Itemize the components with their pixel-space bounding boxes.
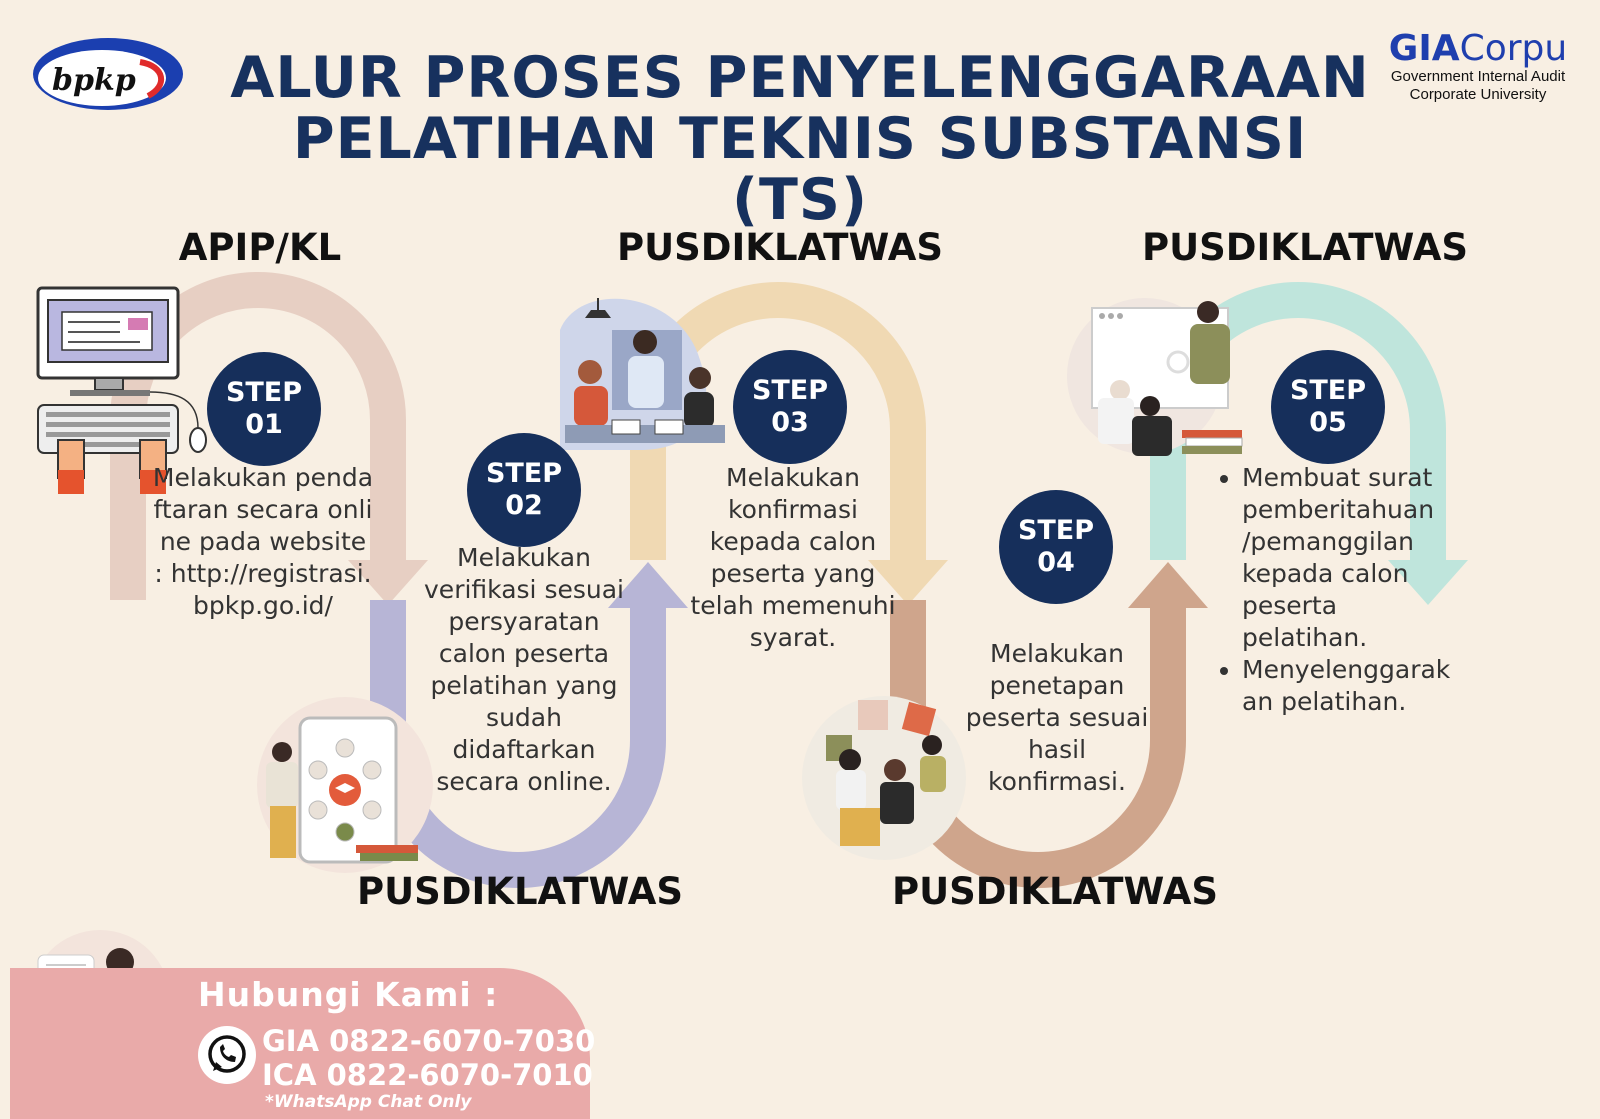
step-01-number: 01 bbox=[245, 409, 283, 440]
gia-logo-bold: GIA bbox=[1388, 28, 1460, 69]
contact-phone-ica[interactable]: ICA 0822-6070-7010 bbox=[262, 1058, 593, 1092]
flow-arrowhead-1 bbox=[348, 560, 428, 605]
step-02-word: STEP bbox=[485, 458, 563, 489]
actor-heading-2: PUSDIKLATWAS bbox=[357, 870, 683, 913]
step-05-description: Membuat surat pemberitahuan /pemanggilan… bbox=[1214, 462, 1464, 718]
contact-panel bbox=[10, 968, 590, 1119]
step-04-number: 04 bbox=[1037, 547, 1075, 578]
step-03-word: STEP bbox=[751, 375, 829, 406]
step-03-description: Melakukan konfirmasi kepada calon pesert… bbox=[690, 463, 896, 652]
step-01-description: Melakukan pendaftaran secara online pada… bbox=[152, 463, 374, 620]
step-01-badge: STEP 01 bbox=[207, 352, 321, 466]
contact-title: Hubungi Kami : bbox=[198, 975, 499, 1014]
bpkp-logo: bpkp bbox=[30, 34, 185, 112]
step-05-word: STEP bbox=[1289, 375, 1367, 406]
flow-arrowhead-3 bbox=[868, 560, 948, 605]
step-03-badge: STEP 03 bbox=[733, 350, 847, 464]
flow-arrowhead-2 bbox=[608, 562, 688, 608]
page-title: ALUR PROSES PENYELENGGARAAN PELATIHAN TE… bbox=[230, 48, 1370, 231]
flow-arrowhead-4 bbox=[1128, 562, 1208, 608]
whatsapp-glyph bbox=[208, 1035, 246, 1073]
step-01-word: STEP bbox=[225, 377, 303, 408]
step-02-badge: STEP 02 bbox=[467, 433, 581, 547]
step-05-badge: STEP 05 bbox=[1271, 350, 1385, 464]
actor-heading-3: PUSDIKLATWAS bbox=[617, 226, 943, 269]
computer-icon bbox=[36, 286, 207, 494]
step-04-word: STEP bbox=[1017, 515, 1095, 546]
step-02-description: Melakukan verifikasi sesuai persyaratan … bbox=[424, 543, 624, 796]
team-puzzle-illustration bbox=[802, 696, 966, 860]
actor-heading-1: APIP/KL bbox=[178, 226, 342, 269]
step-05-number: 05 bbox=[1309, 407, 1347, 438]
contact-note: *WhatsApp Chat Only bbox=[265, 1092, 472, 1112]
step-03-number: 03 bbox=[771, 407, 809, 438]
page-title-line2: PELATIHAN TEKNIS SUBSTANSI (TS) bbox=[292, 106, 1308, 233]
contact-phone-gia[interactable]: GIA 0822-6070-7030 bbox=[262, 1024, 596, 1058]
bpkp-logo-mark: bpkp bbox=[33, 38, 183, 110]
actor-heading-5: PUSDIKLATWAS bbox=[1142, 226, 1468, 269]
education-tablet-illustration bbox=[257, 697, 433, 873]
step-05-bullet-2: Menyelenggarakan pelatihan. bbox=[1242, 654, 1464, 718]
gia-logo-light: Corpu bbox=[1459, 28, 1568, 69]
step-04-description: Melakukan penetapan peserta sesuai hasil… bbox=[965, 639, 1149, 796]
classroom-illustration bbox=[560, 298, 725, 450]
gia-logo-sub2: Corporate University bbox=[1409, 86, 1547, 103]
bpkp-logo-text: bpkp bbox=[52, 63, 136, 98]
page-title-line1: ALUR PROSES PENYELENGGARAAN bbox=[230, 45, 1370, 111]
flow-arrowhead-5 bbox=[1388, 560, 1468, 605]
actor-heading-4: PUSDIKLATWAS bbox=[892, 870, 1218, 913]
gia-logo-sub1: Government Internal Audit bbox=[1390, 68, 1566, 85]
step-05-bullet-1: Membuat surat pemberitahuan /pemanggilan… bbox=[1242, 462, 1464, 654]
presentation-illustration bbox=[1067, 298, 1243, 456]
step-04-badge: STEP 04 bbox=[999, 490, 1113, 604]
step-02-number: 02 bbox=[505, 490, 543, 521]
whatsapp-icon[interactable] bbox=[198, 1026, 256, 1084]
giacorpu-logo: GIACorpu Government Internal Audit Corpo… bbox=[1378, 30, 1578, 104]
